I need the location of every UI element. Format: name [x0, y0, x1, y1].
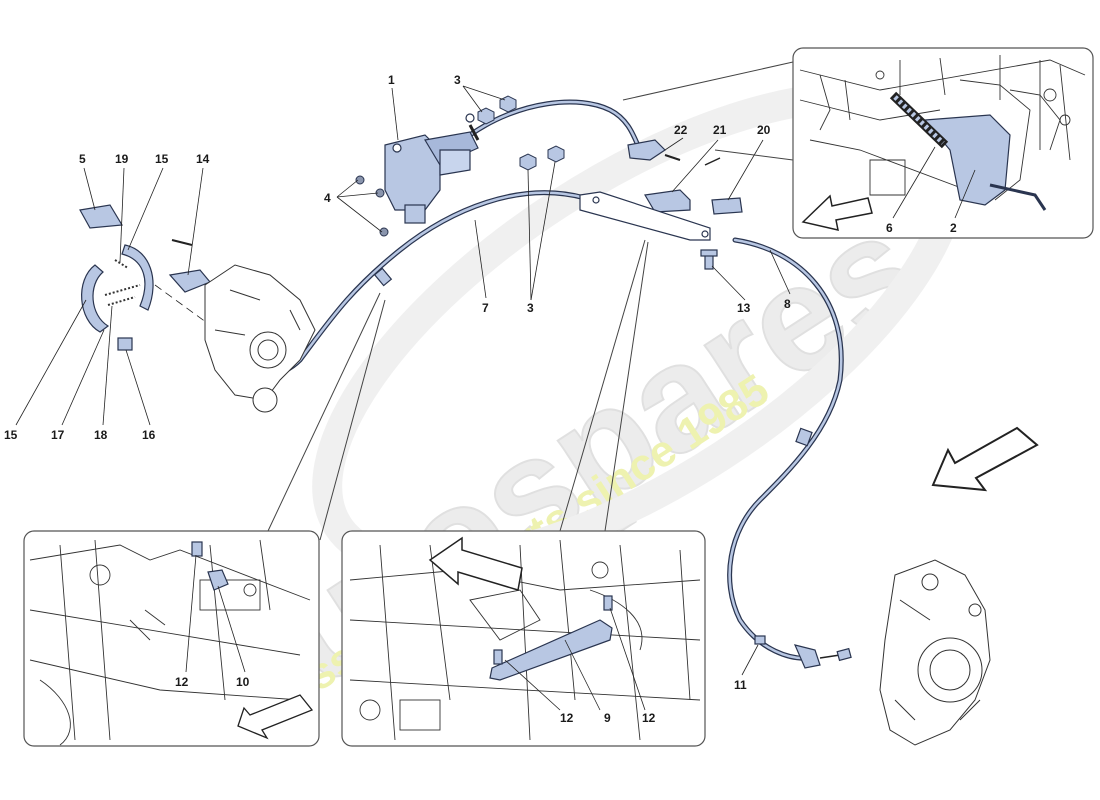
direction-arrow-right [931, 426, 1039, 492]
callout-3-middle: 3 [527, 301, 534, 315]
inset-direction-arrow [801, 194, 873, 231]
callout-5: 5 [79, 152, 86, 166]
callouts: 1 3 4 5 19 15 14 15 17 18 16 7 3 22 21 2… [4, 73, 791, 692]
bolt-part-13 [700, 249, 718, 270]
inset-top-right: 6 2 [622, 47, 1094, 239]
inset-bottom-left: 12 10 [23, 292, 386, 747]
cable-end-part-11 [754, 635, 852, 669]
inset-bottom-center: 12 9 12 [341, 239, 706, 747]
inset-bl-direction-arrow [237, 694, 314, 740]
callout-1: 1 [388, 73, 395, 87]
callout-8: 8 [784, 297, 791, 311]
callout-9: 9 [604, 711, 611, 725]
callout-21: 21 [713, 123, 727, 137]
parking-brake-actuator [384, 113, 480, 224]
callout-3-top: 3 [454, 73, 461, 87]
callout-12-center-left: 12 [560, 711, 574, 725]
callout-12-left: 12 [175, 675, 189, 689]
pad-part-20 [711, 197, 743, 215]
connector-part-22 [627, 139, 721, 166]
cable-bracket [579, 191, 711, 241]
callout-4: 4 [324, 191, 331, 205]
callout-20: 20 [757, 123, 771, 137]
rear-hub-carrier [879, 559, 991, 746]
bracket-part-9 [489, 595, 613, 681]
callout-22: 22 [674, 123, 688, 137]
callout-2: 2 [950, 221, 957, 235]
callout-11: 11 [734, 678, 747, 692]
callout-18: 18 [94, 428, 108, 442]
callout-19: 19 [115, 152, 129, 166]
nuts-part-4 [355, 175, 389, 237]
inset-actuator [923, 114, 1011, 206]
brake-shoe-assembly [79, 204, 211, 351]
callout-15-top: 15 [155, 152, 169, 166]
inset-bc-direction-arrow [428, 536, 523, 591]
nuts-part-3-middle [519, 145, 565, 171]
wheel-hub-carrier [204, 264, 316, 413]
callout-10: 10 [236, 675, 250, 689]
callout-7: 7 [482, 301, 489, 315]
callout-15-bottom: 15 [4, 428, 18, 442]
callout-12-center-right: 12 [642, 711, 656, 725]
callout-16: 16 [142, 428, 156, 442]
leader-lines [15, 85, 791, 676]
callout-17: 17 [51, 428, 65, 442]
callout-6: 6 [886, 221, 893, 235]
callout-14: 14 [196, 152, 210, 166]
callout-13: 13 [737, 301, 751, 315]
